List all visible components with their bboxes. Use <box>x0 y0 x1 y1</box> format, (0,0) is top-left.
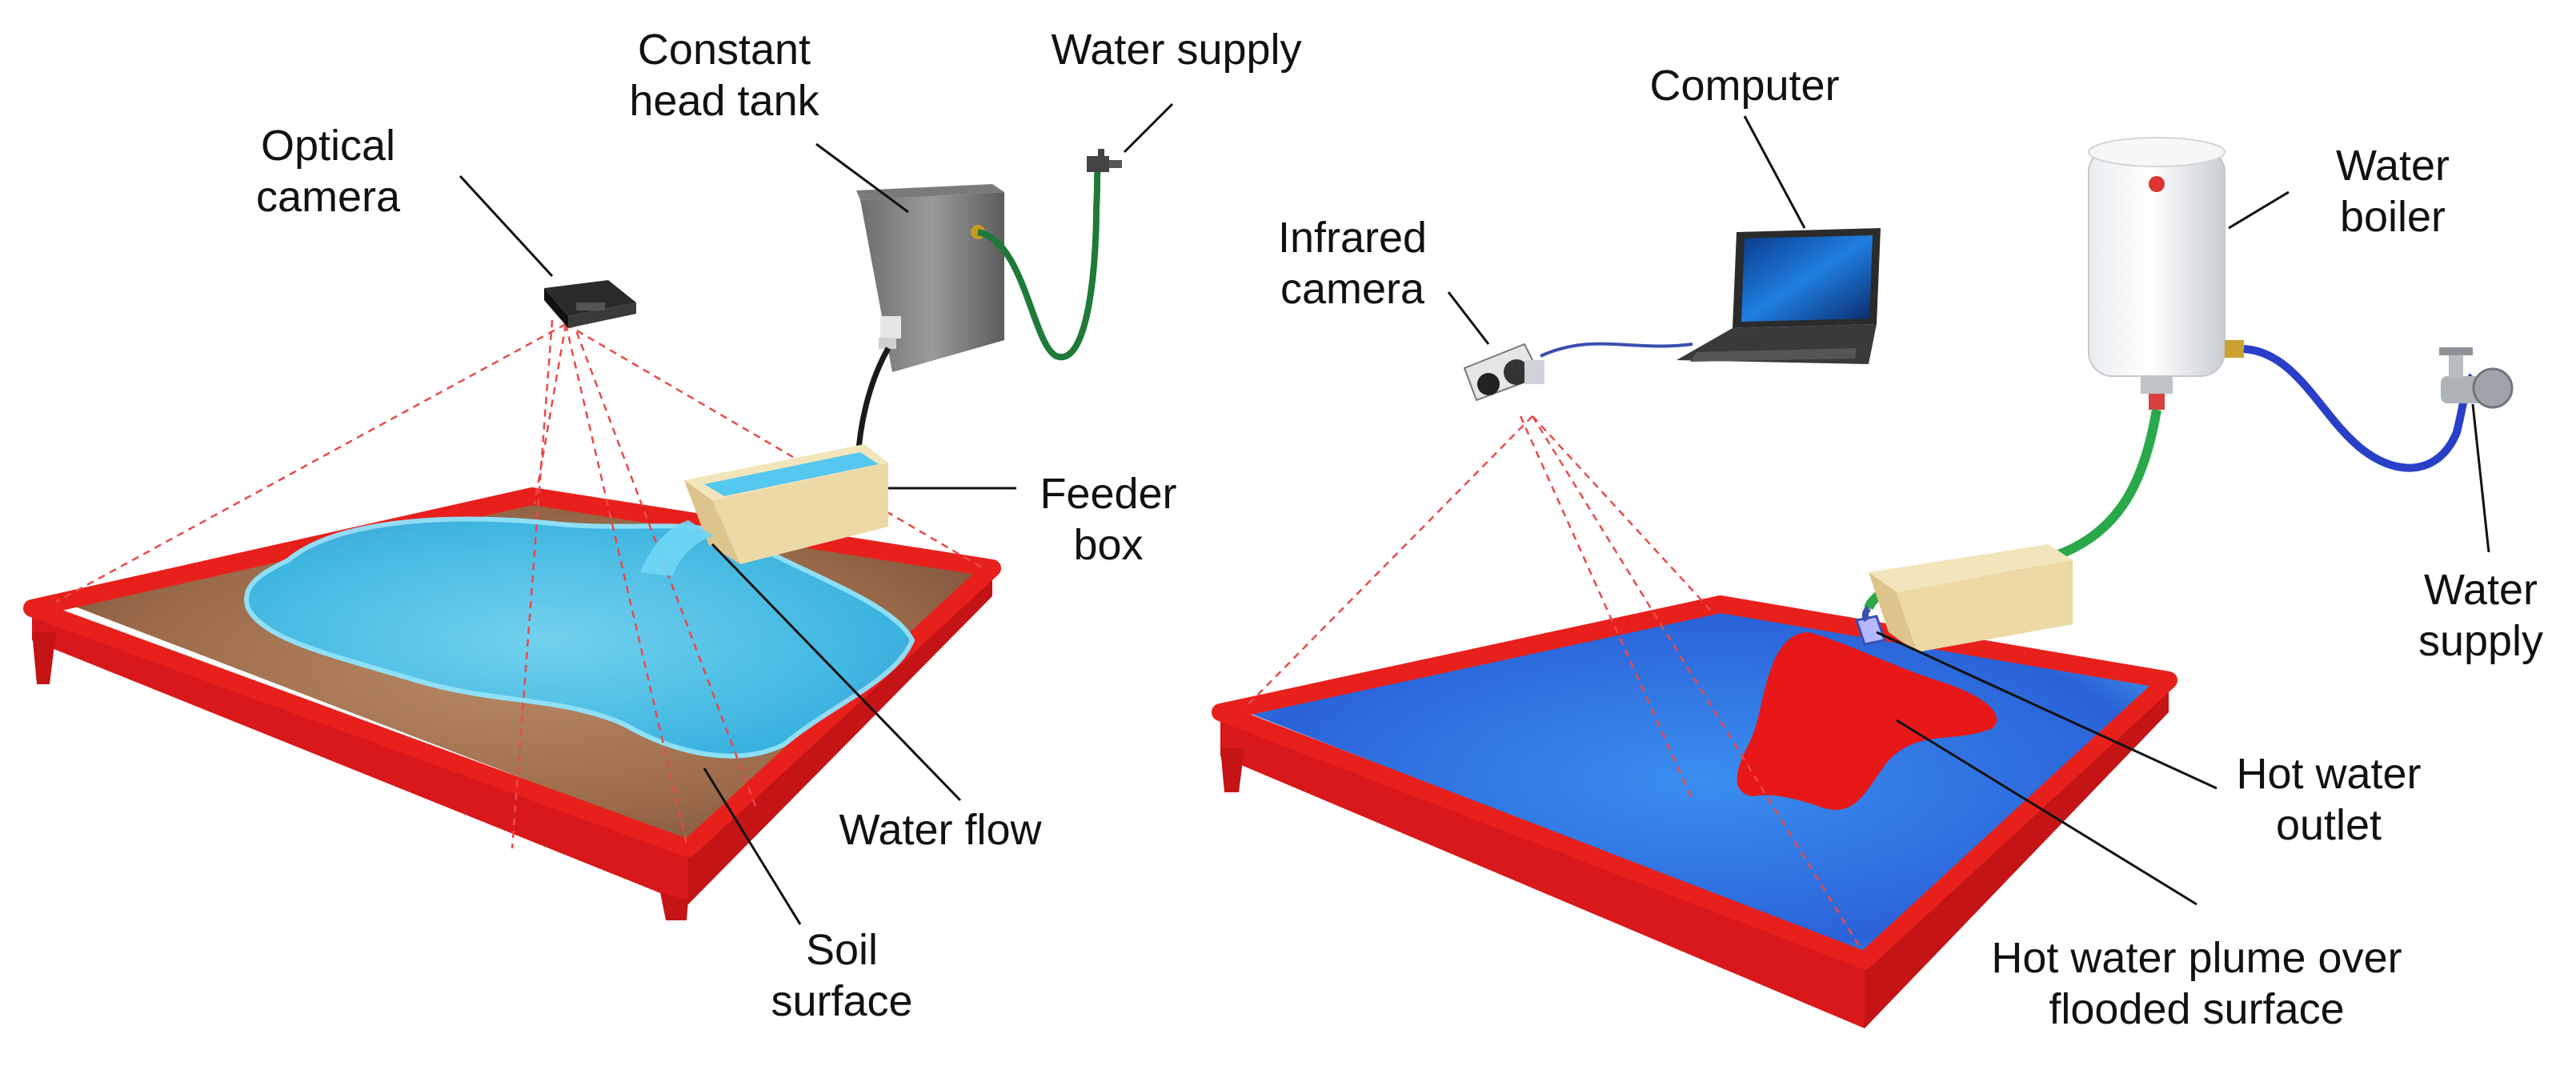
leader-water-boiler <box>2228 190 2290 230</box>
label-right-water-supply: Water supply <box>2418 564 2543 667</box>
label-water-boiler-line2: boiler <box>2339 193 2446 241</box>
label-hot-water-plume: Hot water plume over flooded surface <box>1991 932 2402 1035</box>
right-tray-leg <box>1220 748 1244 792</box>
left-water-supply-tap-icon <box>1087 149 1122 172</box>
right-tray-frame-front <box>1220 712 1865 1028</box>
label-left-water-supply-line1: Water supply <box>1051 26 1302 74</box>
camera-to-computer-cable <box>1540 342 1693 358</box>
optical-camera-icon <box>544 280 636 328</box>
leader-left-water-supply <box>1123 102 1174 154</box>
label-infrared-camera-line2: camera <box>1280 265 1425 313</box>
water-boiler-icon <box>2088 137 2244 410</box>
label-hot-water-plume-line1: Hot water plume over <box>1991 934 2402 982</box>
label-water-flow-line1: Water flow <box>839 806 1042 854</box>
leader-computer <box>1743 115 1806 229</box>
label-computer: Computer <box>1649 60 1839 111</box>
supply-hose <box>2243 345 2476 472</box>
label-right-water-supply-line1: Water <box>2423 566 2538 614</box>
computer-laptop-icon <box>1677 228 1881 364</box>
left-feeder-box-icon <box>684 444 888 564</box>
outlet-inlet-pipe <box>1861 606 1871 623</box>
label-soil-surface-line1: Soil <box>805 926 879 974</box>
leader-optical-camera <box>459 174 554 278</box>
hot-water-plume <box>1737 632 1997 810</box>
label-hot-water-plume-line2: flooded surface <box>2049 985 2345 1033</box>
label-computer-line1: Computer <box>1649 62 1840 110</box>
label-optical-camera-line1: Optical <box>260 122 396 170</box>
label-feeder-box-line2: box <box>1073 521 1144 569</box>
label-hot-water-outlet-line1: Hot water <box>2236 750 2422 798</box>
leader-hot-water-outlet <box>1876 631 2217 790</box>
label-water-boiler-line1: Water <box>2335 142 2450 190</box>
label-water-boiler: Water boiler <box>2336 140 2450 242</box>
label-infrared-camera: Infrared camera <box>1278 212 1427 315</box>
infrared-camera-icon <box>1463 343 1544 402</box>
leader-water-flow <box>711 543 962 802</box>
label-feeder-box: Feeder box <box>1040 468 1176 571</box>
label-water-flow: Water flow <box>839 804 1041 856</box>
label-soil-surface-line2: surface <box>771 977 913 1025</box>
label-hot-water-outlet: Hot water outlet <box>2236 748 2421 851</box>
infrared-camera-view-lines <box>1244 415 1862 949</box>
label-optical-camera-line2: camera <box>255 173 401 221</box>
leader-right-water-supply <box>2471 403 2490 553</box>
left-tray-frame-front <box>32 608 688 904</box>
leader-lines <box>459 102 2490 925</box>
label-constant-head-tank-line1: Constant <box>637 26 811 74</box>
leader-constant-head-tank <box>815 142 909 214</box>
left-tray-frame-right <box>688 568 992 904</box>
label-right-water-supply-line2: supply <box>2418 617 2544 665</box>
hot-water-outlet-icon <box>1855 615 1886 646</box>
leader-soil-surface <box>703 767 802 925</box>
right-tray-rim <box>1212 595 2177 969</box>
right-feeder-box-icon <box>1869 544 2073 652</box>
tank-to-feeder-hose <box>855 347 891 461</box>
right-water-supply-tap-icon <box>2439 347 2514 409</box>
label-hot-water-outlet-line2: outlet <box>2275 801 2382 849</box>
left-tray-leg <box>660 892 688 920</box>
leader-infrared-camera <box>1447 291 1490 345</box>
leader-hot-water-plume <box>1896 719 2197 906</box>
left-tray-leg <box>32 632 56 684</box>
water-flow-stream <box>640 520 714 576</box>
label-feeder-box-line1: Feeder <box>1040 470 1177 518</box>
label-infrared-camera-line1: Infrared <box>1277 214 1428 262</box>
label-optical-camera: Optical camera <box>256 120 400 222</box>
label-left-water-supply: Water supply <box>1051 24 1301 75</box>
constant-head-tank-icon <box>856 184 1004 372</box>
label-constant-head-tank-line2: head tank <box>629 77 819 125</box>
garden-hose <box>976 169 1101 361</box>
label-soil-surface: Soil surface <box>771 924 912 1027</box>
label-constant-head-tank: Constant head tank <box>629 24 819 126</box>
right-tray <box>1212 415 2177 1028</box>
right-tray-frame-right <box>1865 680 2169 1028</box>
